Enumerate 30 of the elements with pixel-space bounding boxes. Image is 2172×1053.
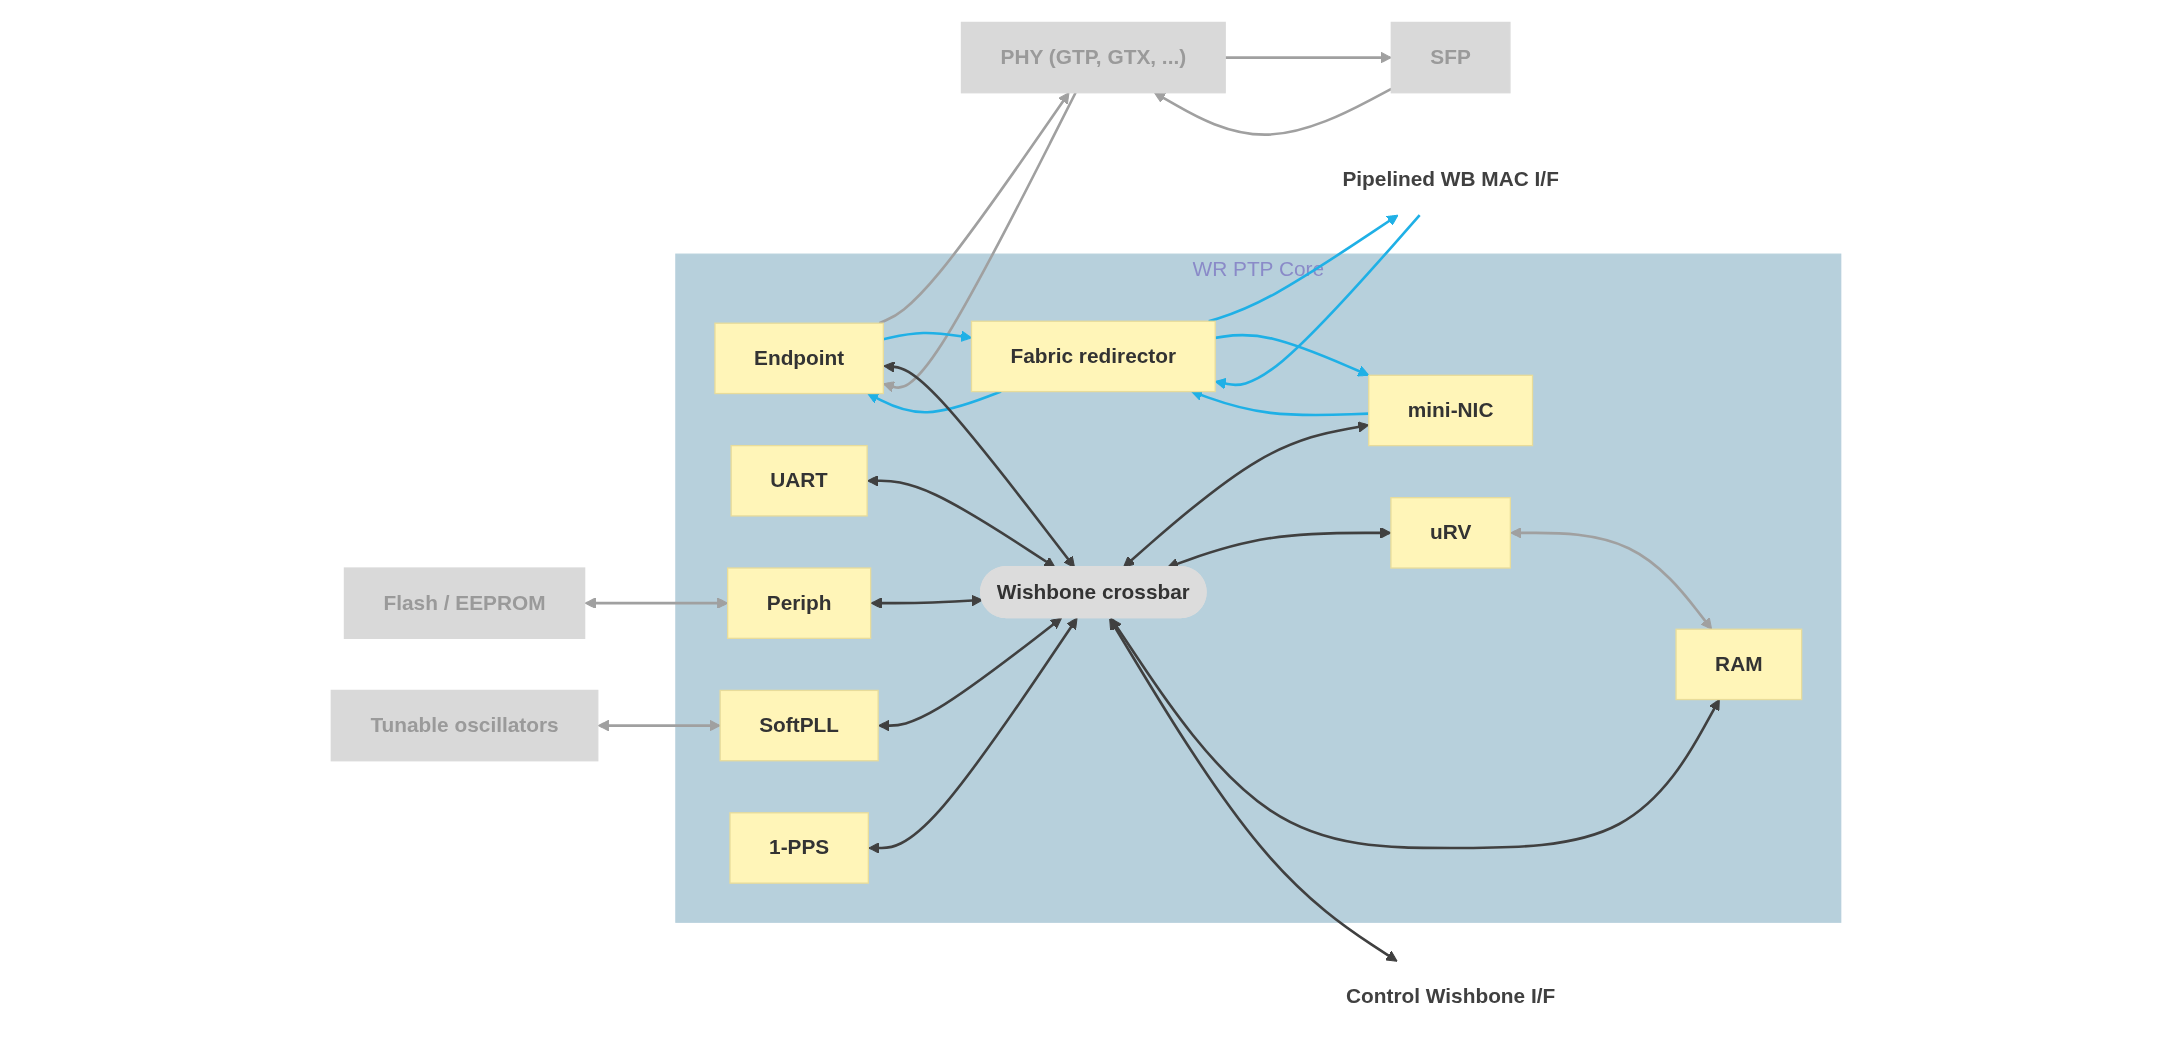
arrow [1510, 526, 1713, 630]
arrow [878, 91, 1070, 324]
arrow [1208, 214, 1399, 322]
arrow [883, 330, 972, 342]
arrow [1225, 51, 1392, 63]
arrow [883, 360, 1075, 568]
node-box: mini-NIC [1368, 374, 1534, 446]
node-text: Pipelined WB MAC I/F [1342, 167, 1559, 190]
node-box: Flash / EEPROM [343, 566, 586, 639]
node-text: Control Wishbone I/F [1345, 984, 1556, 1007]
node-box: uRV [1390, 496, 1511, 569]
node-box: SFP [1390, 21, 1511, 93]
node-box: Fabric redirector [970, 320, 1216, 392]
node-box: SoftPLL [719, 689, 879, 761]
arrow [1109, 617, 1398, 962]
arrow [867, 474, 1056, 568]
arrow [1215, 333, 1370, 376]
arrow [868, 617, 1078, 854]
arrow [597, 719, 721, 731]
arrow [1153, 87, 1392, 136]
arrow [878, 617, 1062, 731]
arrow [1110, 617, 1720, 849]
node-box: Endpoint [714, 322, 884, 394]
node-box: 1-PPS [729, 811, 869, 884]
node-box: PHY (GTP, GTX, ...) [960, 21, 1226, 93]
node-box: Periph [727, 566, 872, 639]
node-box: RAM [1675, 628, 1803, 700]
node-box: UART [730, 444, 868, 517]
node-box: Tunable oscillators [330, 689, 599, 761]
arrow [870, 594, 983, 609]
